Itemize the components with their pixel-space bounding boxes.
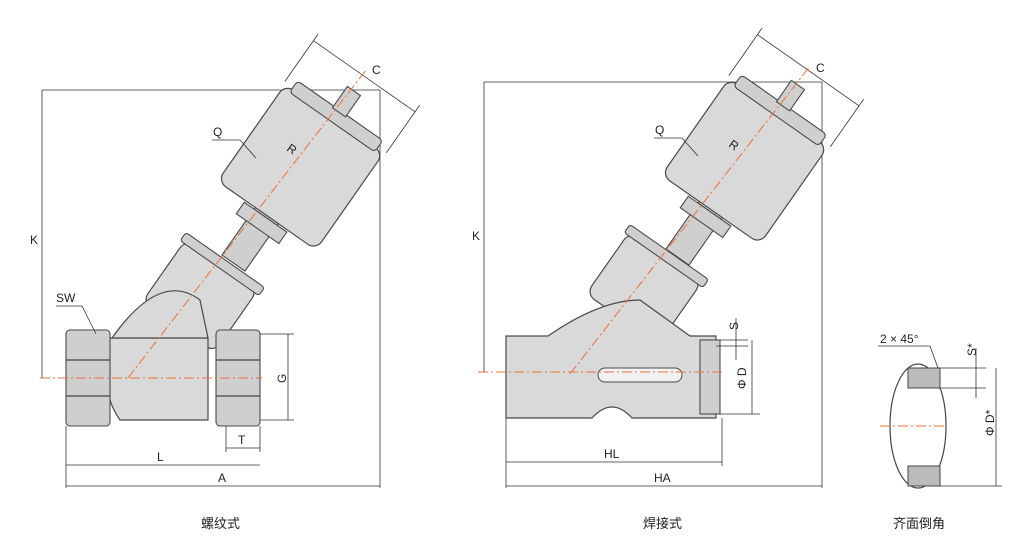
s-star-label: S* — [965, 343, 979, 356]
hl-label: HL — [604, 447, 620, 461]
welded-valve-figure: K C Q R S — [472, 27, 864, 531]
c-label: C — [372, 63, 381, 77]
chamfer-caption: 齐面倒角 — [893, 516, 945, 531]
q-label-2: Q — [655, 123, 664, 137]
d-label: Φ D — [735, 367, 749, 389]
valve-body-neck — [110, 290, 209, 339]
t-label: T — [238, 433, 246, 447]
threaded-caption: 螺纹式 — [201, 516, 240, 531]
indicator-stem — [331, 85, 362, 118]
welded-caption: 焊接式 — [643, 516, 682, 531]
k-label-2: K — [472, 229, 480, 243]
neck-flange — [235, 201, 288, 245]
k-label: K — [30, 233, 38, 247]
sw-label: SW — [56, 291, 76, 305]
upper-wall-section — [907, 367, 941, 389]
c-dimension-2 — [728, 27, 864, 148]
weld-end — [699, 339, 721, 415]
g-label: G — [275, 374, 289, 383]
l-label: L — [157, 450, 164, 464]
actuator-centerline — [127, 69, 367, 379]
q-label: Q — [213, 125, 222, 139]
chamfer-detail-figure: 2 × 45° S* Φ D* 齐面倒角 — [878, 332, 1002, 531]
ha-label: HA — [654, 471, 671, 485]
welded-valve-body — [505, 299, 717, 419]
chamfer-label: 2 × 45° — [880, 332, 919, 346]
body-slot — [597, 367, 683, 383]
a-label: A — [218, 471, 226, 485]
lower-wall-section — [907, 465, 941, 487]
s-label: S — [727, 322, 741, 330]
c-dimension — [284, 33, 420, 154]
threaded-valve-figure: K C Q R — [30, 33, 420, 531]
d-star-label: Φ D* — [983, 409, 997, 436]
valve-body — [107, 337, 209, 421]
c-label-2: C — [816, 61, 825, 75]
